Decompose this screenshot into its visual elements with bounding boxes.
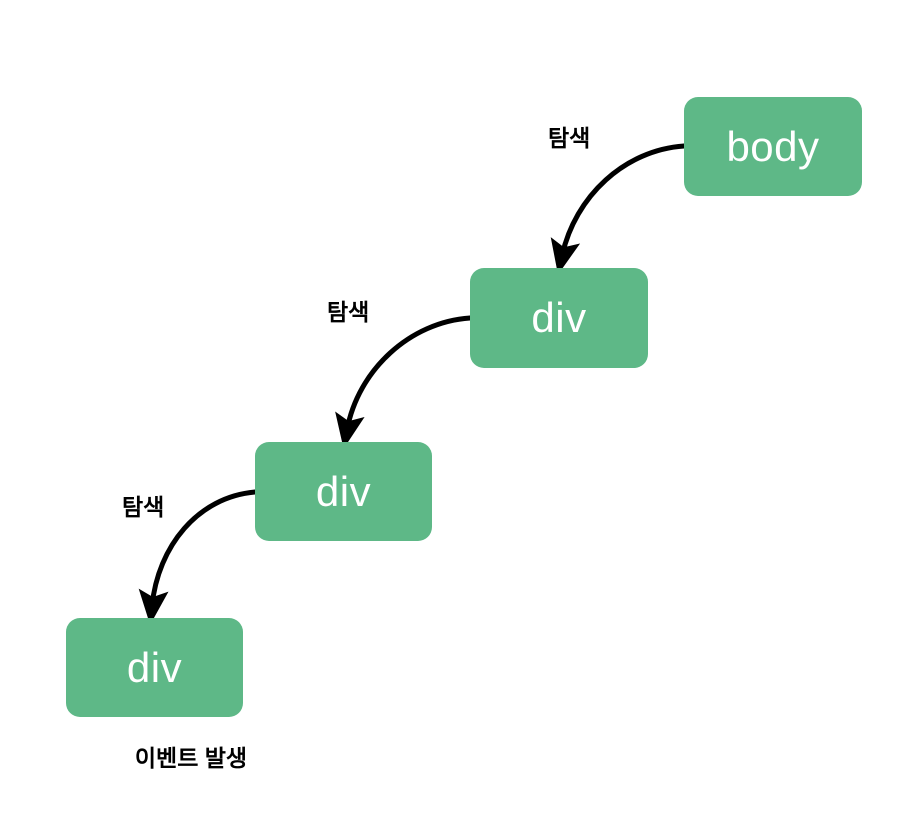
- edge-label-body-to-div1: 탐색: [548, 125, 591, 151]
- node-div-level3[interactable]: div: [66, 618, 243, 717]
- edge-div2-to-div3: [138, 489, 258, 625]
- edge-label-div2-to-div3: 탐색: [122, 494, 165, 520]
- node-div-level1[interactable]: div: [470, 268, 648, 368]
- edge-body-to-div1: [550, 143, 687, 275]
- edge-label-div1-to-div2: 탐색: [327, 299, 370, 325]
- edge-div1-to-div2: [335, 315, 473, 449]
- node-body-label: body: [726, 122, 820, 170]
- node-div-level1-label: div: [531, 294, 587, 341]
- node-body[interactable]: body: [684, 97, 862, 196]
- node-div-level3-label: div: [126, 643, 183, 691]
- node-div-level2[interactable]: div: [255, 442, 432, 541]
- node-div-level2-label: div: [315, 467, 372, 515]
- caption-event-origin: 이벤트 발생: [134, 745, 248, 771]
